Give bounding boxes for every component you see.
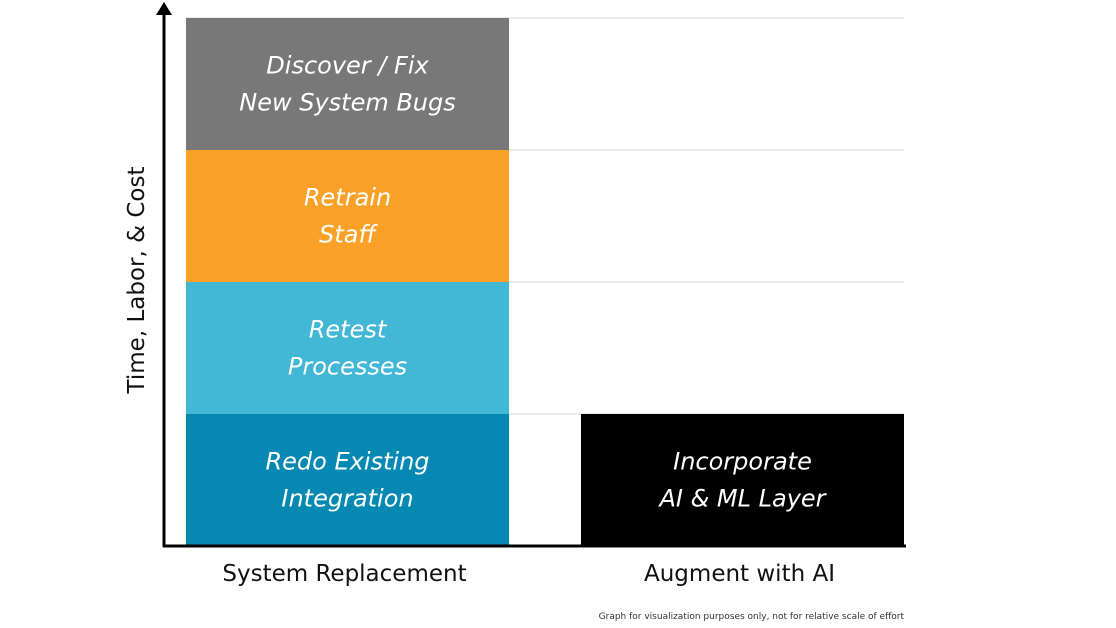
category-label: Augment with AI	[644, 561, 835, 587]
axes	[156, 2, 906, 548]
bar-segment-0-3	[186, 18, 509, 150]
bar-segment-0-0	[186, 414, 509, 546]
y-axis-arrow-icon	[156, 2, 172, 15]
y-axis-title: Time, Labor, & Cost	[124, 167, 150, 395]
bar-segment-1-0	[581, 414, 904, 546]
category-label: System Replacement	[222, 561, 466, 587]
bar-segment-0-2	[186, 150, 509, 282]
footnote: Graph for visualization purposes only, n…	[598, 612, 904, 622]
category-labels: System Replacement Augment with AI	[222, 561, 835, 587]
bar-segments	[186, 18, 904, 546]
bar-segment-0-1	[186, 282, 509, 414]
